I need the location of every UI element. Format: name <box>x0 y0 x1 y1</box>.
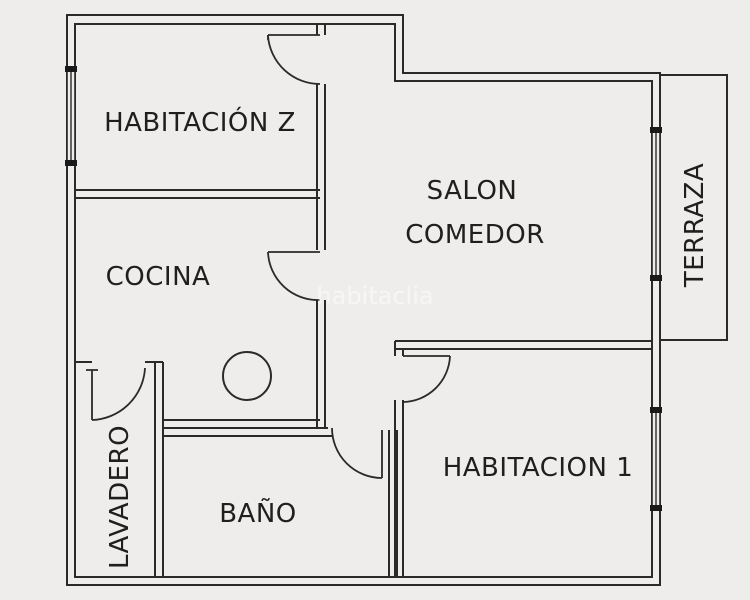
label-salon: SALON <box>427 176 518 206</box>
watermark: habitaclia <box>316 282 433 310</box>
label-terraza: TERRAZA <box>680 163 710 288</box>
door-cocina <box>267 251 321 301</box>
wall-habitacion-1-left <box>394 341 404 577</box>
windows <box>65 66 662 511</box>
label-bano: BAÑO <box>219 497 297 529</box>
wall-bano-top <box>163 427 332 437</box>
wall-bano-right <box>388 430 398 577</box>
wall-cocina-bottom <box>163 419 328 429</box>
terraza-balcony <box>660 74 728 341</box>
label-lavadero: LAVADERO <box>105 425 135 569</box>
wall-habitacion-z-bottom <box>75 189 320 199</box>
wall-lavadero-right <box>154 362 164 577</box>
door-lavadero <box>86 367 146 421</box>
kitchen-round-fixture <box>222 351 272 401</box>
label-comedor: COMEDOR <box>405 220 545 250</box>
door-bano <box>331 427 383 479</box>
wall-habitacion-1-top <box>395 340 652 350</box>
label-habitacion-z: HABITACIÓN Z <box>104 106 296 138</box>
label-habitacion-1: HABITACION 1 <box>443 453 634 483</box>
exterior-wall-outer <box>66 14 661 586</box>
wall-habitacion-z-right <box>316 84 326 250</box>
door-habitacion-1 <box>402 355 451 403</box>
wall-top-stub <box>316 24 326 35</box>
exterior-wall-inner <box>74 23 653 578</box>
door-habitacion-z <box>267 34 321 85</box>
doors <box>86 34 451 479</box>
label-cocina: COCINA <box>106 262 211 292</box>
wall-cocina-right <box>316 300 326 427</box>
